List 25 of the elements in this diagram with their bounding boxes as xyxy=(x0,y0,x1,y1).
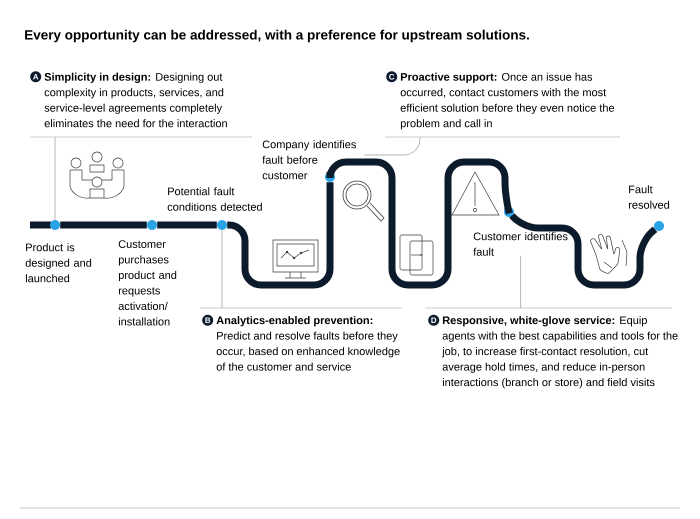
leader-line xyxy=(520,256,522,308)
road xyxy=(60,222,147,228)
callout-text: Simplicity in design: Designing out complexity in products, services, and service-level agreements completely eliminates the need for the interaction xyxy=(44,72,227,128)
milestone-label: Customer purchases product and requests activation/ installation xyxy=(118,240,176,326)
letter-badge: B xyxy=(202,314,214,326)
milestone-label: Fault resolved xyxy=(628,185,670,209)
milestone-label: Potential fault conditions detected xyxy=(168,187,262,211)
letter-badge: A xyxy=(30,71,42,82)
letter-badge: C xyxy=(386,71,398,82)
title: Every opportunity can be addressed, with a preference for upstream solutions. xyxy=(25,30,529,42)
road xyxy=(226,182,334,288)
milestone-dot xyxy=(147,220,157,230)
callout-text: Analytics-enabled prevention: Predict and resolve faults before they occur, based on enhanced knowledge of the customer and service xyxy=(216,316,400,371)
leader-line xyxy=(364,136,420,156)
milestone-dot xyxy=(217,220,227,230)
road xyxy=(326,158,513,288)
road xyxy=(157,222,217,228)
callout-text: Proactive support: Once an issue has occurred, contact customers with the most efficient solution before they even notice the problem and call in xyxy=(400,72,614,130)
leader-line xyxy=(54,136,56,220)
callout-text: Responsive, white-glove service: Equip agents with the best capabilities and tools for the job, to increase first-contact resolution, cut average hold times, and reduce in-person interactions (branch or store) and field visits xyxy=(442,316,678,388)
milestone-dot xyxy=(654,221,664,231)
letter-badge: D xyxy=(428,314,440,326)
road xyxy=(508,212,658,288)
milestone-label: Customer identifies fault xyxy=(473,232,568,256)
milestone-label: Product is designed and launched xyxy=(26,243,92,282)
